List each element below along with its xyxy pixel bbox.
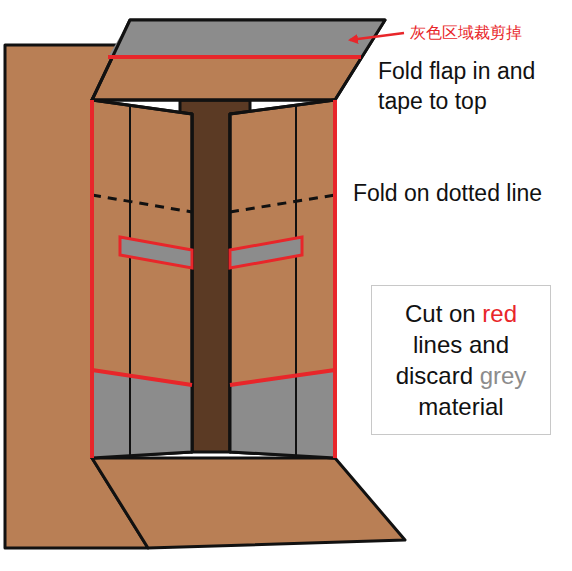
top-flap bbox=[92, 20, 385, 100]
note-text: Cut on red lines and discard grey materi… bbox=[380, 298, 542, 423]
grey-slot bbox=[230, 237, 302, 268]
cut-line bbox=[92, 370, 192, 385]
crease-line bbox=[295, 106, 297, 456]
right-door bbox=[230, 100, 335, 458]
fold-line bbox=[230, 195, 335, 212]
cut-line bbox=[333, 100, 337, 458]
crease-line bbox=[129, 106, 131, 456]
left-door-outline bbox=[92, 100, 192, 458]
right-door-outline bbox=[230, 100, 335, 458]
fold-line bbox=[92, 195, 192, 212]
grey-cut-area bbox=[230, 370, 335, 458]
leader-arrow bbox=[350, 33, 404, 40]
note-box: Cut on red lines and discard grey materi… bbox=[371, 285, 551, 435]
bottom-flap bbox=[92, 458, 405, 548]
grey-cut-area bbox=[108, 20, 385, 57]
instruction-text: Fold flap in and tape to top bbox=[378, 56, 568, 117]
cut-line bbox=[108, 55, 361, 59]
grey-slot bbox=[120, 237, 192, 268]
cut-line bbox=[90, 100, 94, 458]
grey-cut-area bbox=[92, 370, 192, 458]
cut-note: 灰色区域裁剪掉 bbox=[410, 22, 568, 43]
left-door bbox=[92, 100, 192, 458]
instruction-text: Fold on dotted line bbox=[345, 178, 550, 208]
top-flap-outline bbox=[92, 20, 385, 100]
cut-line bbox=[230, 370, 335, 385]
